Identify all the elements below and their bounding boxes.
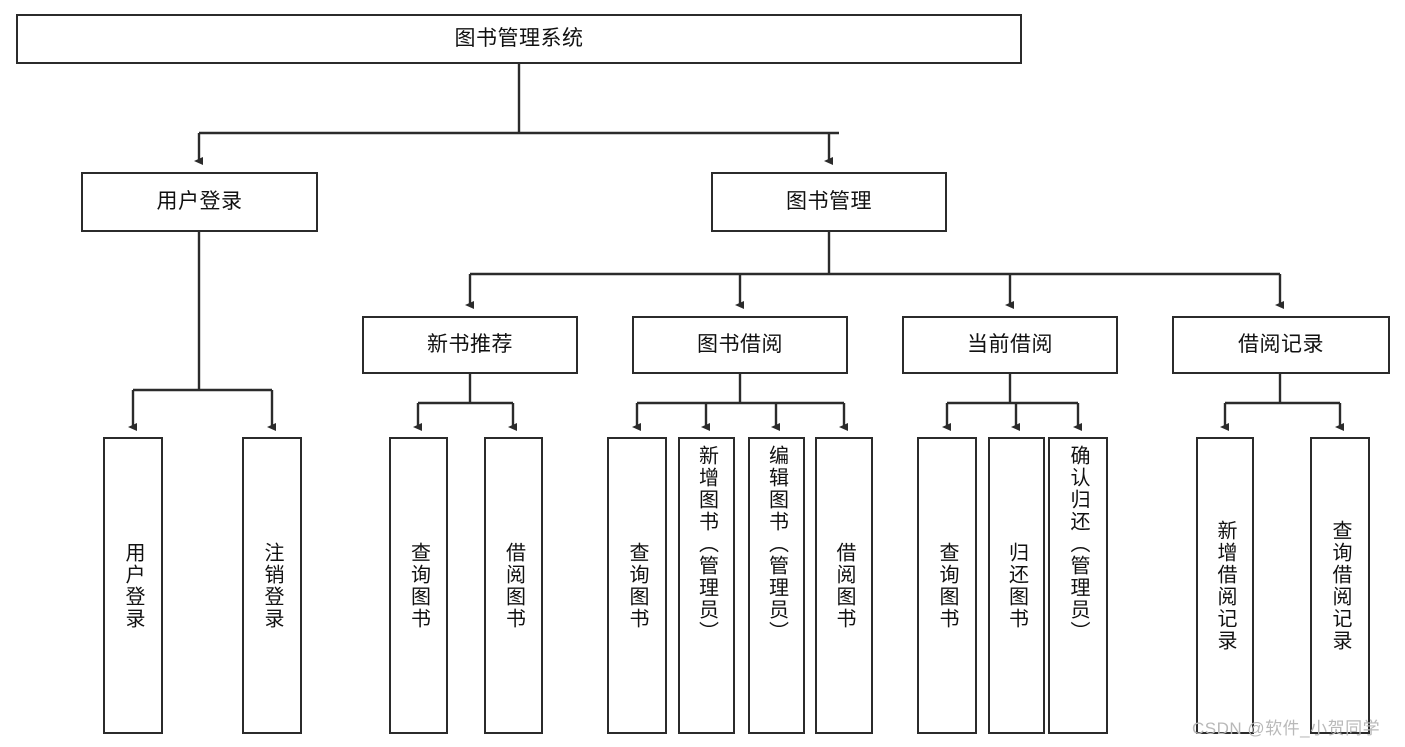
node-book-management[interactable]: 图书管理 <box>711 172 947 232</box>
node-book-borrow[interactable]: 图书借阅 <box>632 316 848 374</box>
node-label: 借阅记录 <box>1238 333 1324 357</box>
node-leaf-logout[interactable]: 注销登录 <box>242 437 302 734</box>
node-label: 注销登录 <box>261 541 283 630</box>
node-leaf-user-login[interactable]: 用户登录 <box>103 437 163 734</box>
node-leaf-return-book[interactable]: 归还图书 <box>988 437 1045 734</box>
node-label: 查询借阅记录 <box>1329 519 1351 652</box>
node-label: 用户登录 <box>122 541 144 630</box>
csdn-watermark: CSDN @软件_小贺同学 <box>1192 719 1381 738</box>
node-label: 用户登录 <box>156 190 243 214</box>
node-root-system[interactable]: 图书管理系统 <box>16 14 1022 64</box>
node-leaf-query-book-1[interactable]: 查询图书 <box>389 437 448 734</box>
node-label: 图书管理 <box>786 190 872 214</box>
node-label: 新增图书（管理员） <box>695 445 718 643</box>
node-label: 查询图书 <box>407 541 430 630</box>
node-leaf-borrow-book-1[interactable]: 借阅图书 <box>484 437 543 734</box>
node-label: 图书借阅 <box>697 333 783 357</box>
node-label: 借阅图书 <box>833 541 855 630</box>
node-leaf-edit-book-admin[interactable]: 编辑图书（管理员） <box>748 437 805 734</box>
node-label: 新书推荐 <box>427 333 513 357</box>
node-label: 确认归还（管理员） <box>1067 445 1089 643</box>
node-user-login[interactable]: 用户登录 <box>81 172 318 232</box>
node-leaf-borrow-book-2[interactable]: 借阅图书 <box>815 437 873 734</box>
node-label: 新增借阅记录 <box>1214 519 1236 652</box>
node-label: 查询图书 <box>626 541 648 630</box>
node-new-book-recommend[interactable]: 新书推荐 <box>362 316 578 374</box>
node-label: 归还图书 <box>1005 541 1028 630</box>
node-label: 编辑图书（管理员） <box>765 445 788 643</box>
node-leaf-query-book-3[interactable]: 查询图书 <box>917 437 977 734</box>
node-current-borrow[interactable]: 当前借阅 <box>902 316 1118 374</box>
node-label: 图书管理系统 <box>454 27 584 51</box>
node-leaf-query-borrow-record[interactable]: 查询借阅记录 <box>1310 437 1370 734</box>
node-label: 当前借阅 <box>967 333 1053 357</box>
node-borrow-record[interactable]: 借阅记录 <box>1172 316 1390 374</box>
node-label: 借阅图书 <box>502 541 525 630</box>
node-leaf-add-book-admin[interactable]: 新增图书（管理员） <box>678 437 735 734</box>
node-leaf-add-borrow-record[interactable]: 新增借阅记录 <box>1196 437 1254 734</box>
node-leaf-confirm-return-admin[interactable]: 确认归还（管理员） <box>1048 437 1108 734</box>
node-label: 查询图书 <box>936 541 958 630</box>
node-leaf-query-book-2[interactable]: 查询图书 <box>607 437 667 734</box>
